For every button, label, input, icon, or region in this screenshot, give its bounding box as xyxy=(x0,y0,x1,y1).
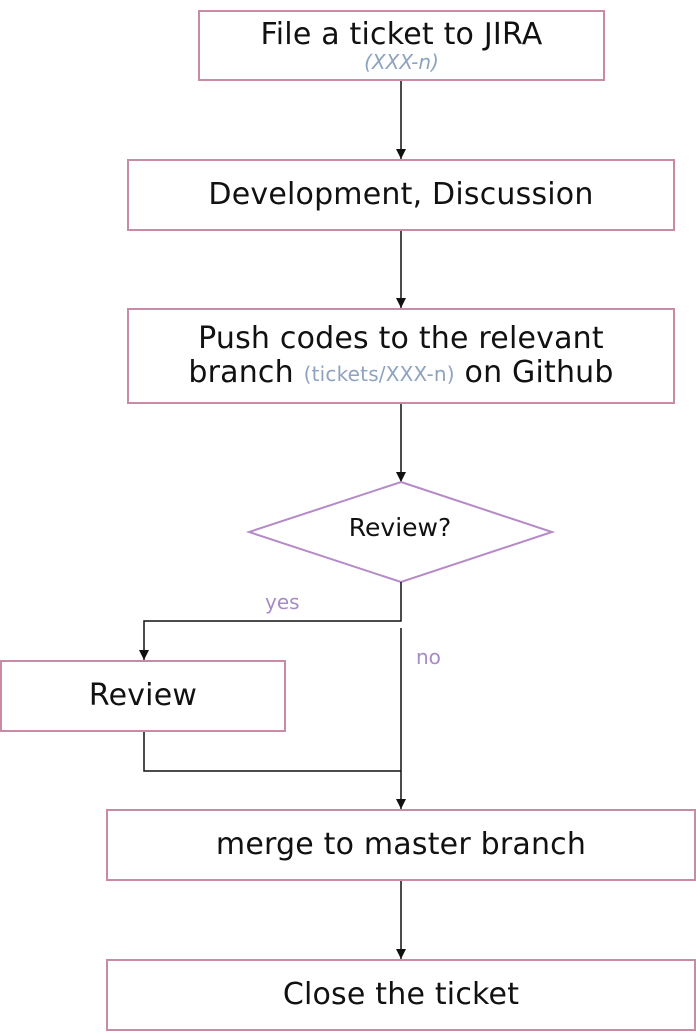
yes-branch-label: yes xyxy=(265,590,300,614)
development-step: Development, Discussion xyxy=(127,159,675,231)
merge-label: merge to master branch xyxy=(215,827,587,862)
push-codes-branch-text: branch xyxy=(188,354,294,390)
close-ticket-step: Close the ticket xyxy=(106,959,696,1031)
merge-step: merge to master branch xyxy=(106,809,696,881)
push-codes-step: Push codes to the relevant branch (ticke… xyxy=(127,308,675,404)
review-decision-label: Review? xyxy=(348,513,452,542)
review-step: Review xyxy=(0,660,286,732)
file-ticket-step: File a ticket to JIRA (XXX-n) xyxy=(198,10,605,81)
branch-name-note: (tickets/XXX-n) xyxy=(303,361,455,386)
push-codes-line-1: Push codes to the relevant xyxy=(198,320,604,356)
ticket-id-note: (XXX-n) xyxy=(364,50,439,74)
no-branch-label: no xyxy=(416,645,441,669)
development-label: Development, Discussion xyxy=(208,177,594,212)
review-return-connector xyxy=(143,731,401,772)
push-codes-line-2: branch (tickets/XXX-n) on Github xyxy=(188,354,614,391)
close-ticket-label: Close the ticket xyxy=(282,977,520,1012)
review-label: Review xyxy=(88,678,198,713)
yes-branch-connector xyxy=(139,582,402,660)
push-codes-github-text: on Github xyxy=(464,354,614,390)
file-ticket-label: File a ticket to JIRA xyxy=(260,17,543,52)
